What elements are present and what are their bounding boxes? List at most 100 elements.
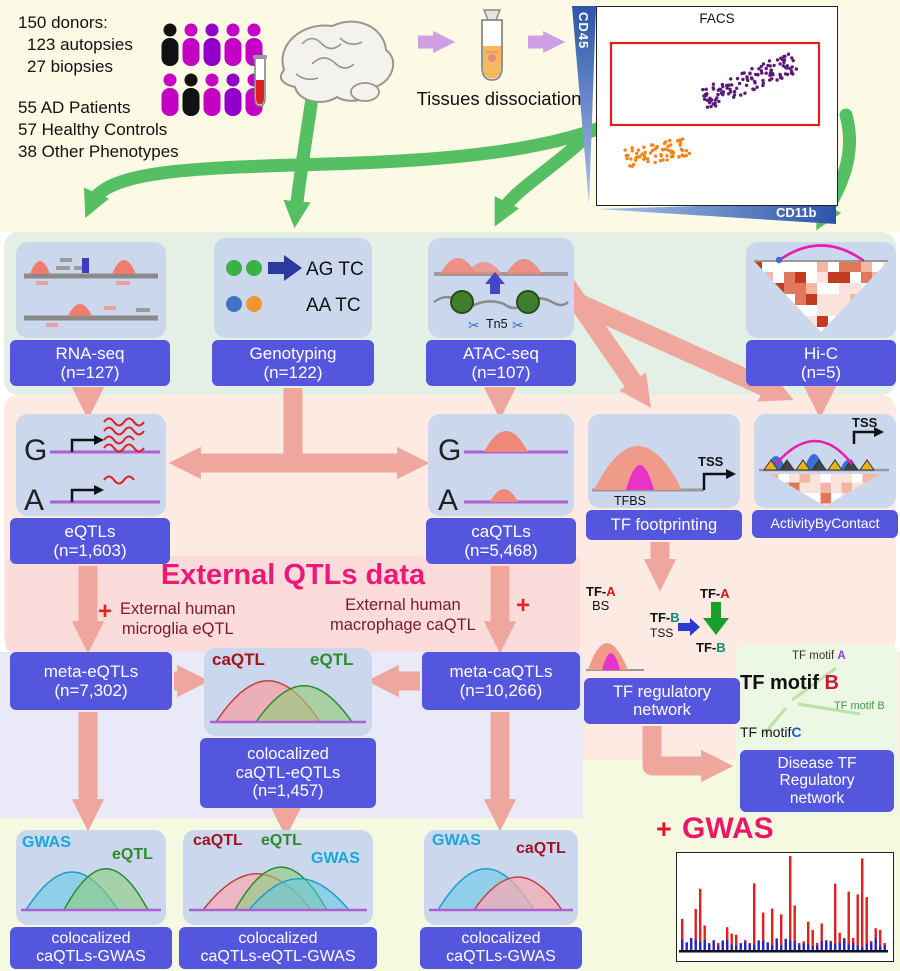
assay-n: (n=122) <box>263 363 323 382</box>
coloc-gwas-caqtl-plot <box>429 868 573 912</box>
series-gwas: GWAS <box>311 850 360 867</box>
assay-name: RNA-seq <box>55 343 125 363</box>
series-gwas: GWAS <box>22 834 71 851</box>
disease-tf-box: TF motif A TF motif B TF motif B TF moti… <box>736 644 898 816</box>
caption-line2: caQTLs-GWAS <box>446 948 556 965</box>
series-caqtl: caQTL <box>193 832 243 849</box>
label-coloc-gwas-caqtl: colocalized caQTLs-GWAS <box>420 927 582 969</box>
coloc-gwas-caqtl-card: GWAS caQTL <box>424 830 578 925</box>
motif-letter-c: C <box>791 724 802 740</box>
meta-n: (n=10,266) <box>459 681 543 700</box>
cohort-line: 55 AD Patients <box>18 98 131 117</box>
external-right-line2: macrophage caQTL <box>330 615 476 634</box>
label-caqtls: caQTLs (n=5,468) <box>426 518 576 564</box>
rna-seq-icon <box>24 258 158 327</box>
genotype-row1: AG TC <box>306 259 364 280</box>
meta-name: meta-caQTLs <box>449 661 553 681</box>
coloc-line2: caQTL-eQTLs <box>235 763 341 782</box>
tf-network-icon-group: TF-A BS TF-B TSS TF-A TF-B <box>584 584 740 678</box>
brain-icon <box>279 20 395 103</box>
tss-label: TSS <box>650 626 674 640</box>
tf-footprinting-icon-card: TFBS TSS <box>588 414 740 508</box>
label-atac-seq: ATAC-seq (n=107) <box>426 340 576 386</box>
tfnet-line1: TF regulatory <box>612 682 712 701</box>
label-abc: ActivityByContact <box>752 510 898 538</box>
coloc-triple-card: caQTL eQTL GWAS <box>183 830 373 925</box>
donor-stats: 150 donors: 123 autopsies 27 biopsies <box>18 12 133 78</box>
external-right-text: External human macrophage caQTL <box>330 596 476 636</box>
salmon-arrows <box>71 270 837 838</box>
meta-name: meta-eQTLs <box>43 661 139 681</box>
facs-scatter <box>609 41 821 168</box>
network-edges <box>762 666 861 735</box>
abc-icon: TSS <box>759 415 889 506</box>
allele-g: G <box>438 434 461 467</box>
eqtls-icon: G A <box>24 417 160 516</box>
coloc-n: (n=1,457) <box>252 782 324 801</box>
cohort-line: 38 Other Phenotypes <box>18 142 179 162</box>
label-tf-network: TF regulatory network <box>584 678 740 724</box>
disease-line1: Disease TF <box>777 754 857 772</box>
facs-y-axis-wedge <box>572 6 596 204</box>
label-coloc-center: colocalized caQTL-eQTLs (n=1,457) <box>200 738 376 808</box>
dissociation-label: Tissues dissociation <box>416 88 582 109</box>
tf-motif-c: TF motifC <box>740 724 801 740</box>
caqtls-icon: G A <box>438 431 568 516</box>
tf-letter-b: B <box>670 610 680 625</box>
assay-n: (n=5) <box>800 363 842 382</box>
tf-letter-a: A <box>606 584 616 599</box>
tf-motif-a: TF motif A <box>792 650 846 662</box>
genotyping-icon: AG TC AA TC <box>226 255 364 316</box>
tfa2-label: TF-A <box>700 586 730 601</box>
facs-gate <box>609 41 821 127</box>
label-meta-caqtls: meta-caQTLs (n=10,266) <box>422 652 580 710</box>
facs-y-axis-label: CD45 <box>576 12 591 50</box>
eqtls-icon-card: G A <box>16 414 166 516</box>
external-title: External QTLs data <box>160 559 426 591</box>
label-hic: Hi-C (n=5) <box>746 340 896 386</box>
coloc-center-card: caQTL eQTL <box>204 648 372 736</box>
gwas-plus: + <box>656 814 672 844</box>
bs-label: BS <box>592 598 610 613</box>
donor-line: 27 biopsies <box>27 57 114 77</box>
caption-line2: caQTLs-GWAS <box>36 948 146 965</box>
dissociation-tube-icon <box>481 9 503 81</box>
blue-right-arrow-icon <box>678 618 700 636</box>
motif-prefix: TF motif <box>740 672 825 694</box>
qtl-name: eQTLs <box>64 521 116 541</box>
series-eqtl: eQTL <box>261 832 302 849</box>
label-genotyping: Genotyping (n=122) <box>212 340 374 386</box>
external-left-line2: microglia eQTL <box>121 619 234 638</box>
disease-line3: network <box>789 789 845 807</box>
label-meta-eqtls: meta-eQTLs (n=7,302) <box>10 652 172 710</box>
motif-letter-a: A <box>837 650 846 662</box>
meta-n: (n=7,302) <box>54 681 128 700</box>
series-caqtl: caQTL <box>516 840 566 857</box>
label-disease-tf-network: Disease TF Regulatory network <box>740 750 894 812</box>
qtl-name: ActivityByContact <box>770 515 880 532</box>
tf-prefix: TF- <box>696 640 717 655</box>
assay-name: Hi-C <box>804 343 838 363</box>
tf-footprinting-icon: TFBS TSS <box>592 446 736 508</box>
qtl-n: (n=5,468) <box>464 541 538 560</box>
donor-line: 150 donors: <box>18 13 108 32</box>
tf-motif-b-large: TF motif B <box>740 672 839 695</box>
donor-line: 123 autopsies <box>27 35 133 55</box>
tfnet-line2: network <box>633 701 691 719</box>
tf-prefix: TF- <box>586 584 607 599</box>
label-coloc-gwas-eqtl: colocalized caQTLs-GWAS <box>10 927 172 969</box>
tf-prefix: TF- <box>650 610 671 625</box>
tf-footprint-mini-icon <box>586 643 644 671</box>
label-coloc-triple: colocalized caQTLs-eQTL-GWAS <box>179 927 377 969</box>
assay-name: Genotyping <box>249 343 337 363</box>
assay-name: ATAC-seq <box>463 343 539 363</box>
tf-letter-b: B <box>716 640 726 655</box>
assay-n: (n=107) <box>471 363 531 382</box>
caqtls-icon-card: G A <box>428 414 574 516</box>
series-eqtl: eQTL <box>112 846 153 863</box>
facs-x-axis-wedge <box>598 202 836 224</box>
tfbs-label: TFBS <box>614 494 646 508</box>
tfb2-label: TF-B <box>696 640 726 655</box>
cohort-line: 57 Healthy Controls <box>18 120 168 140</box>
